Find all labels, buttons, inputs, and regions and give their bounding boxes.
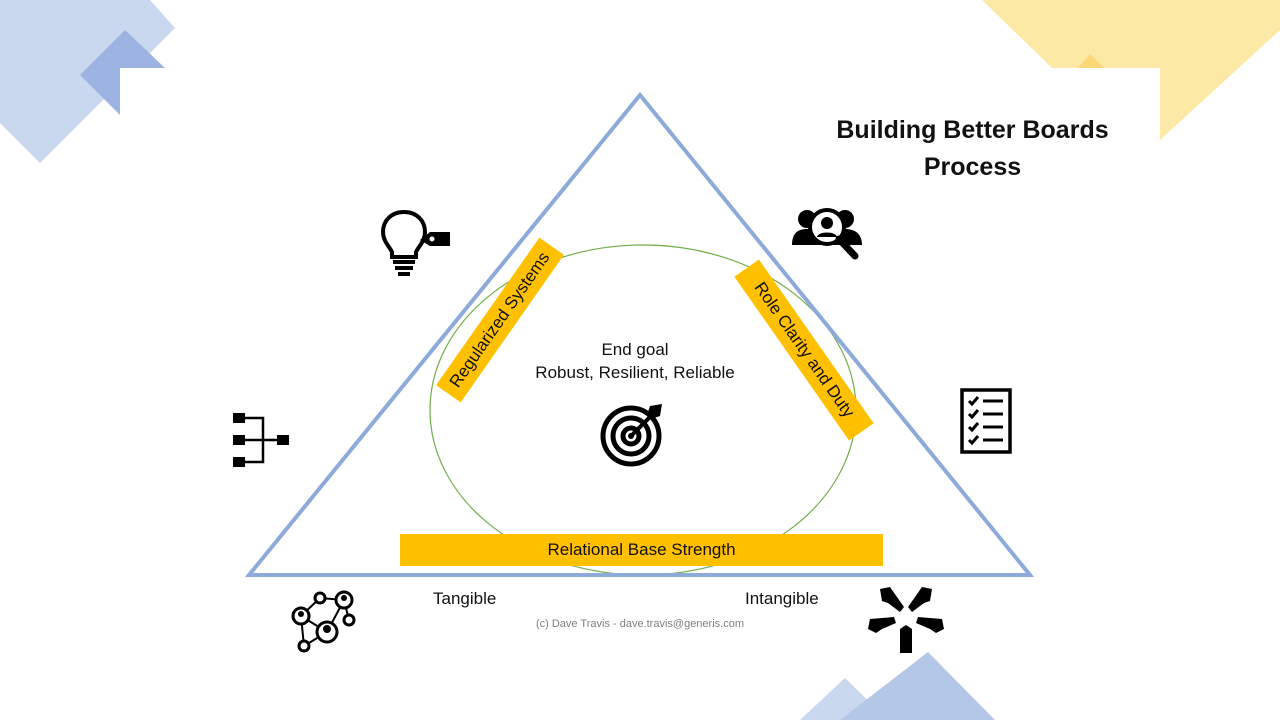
end-goal-qualities: Robust, Resilient, Reliable: [535, 363, 735, 382]
title-line-2: Process: [923, 153, 1022, 181]
copyright-footer: (c) Dave Travis - dave.travis@generis.co…: [535, 618, 744, 630]
target-icon: [600, 404, 662, 467]
top-left-decor: [0, 0, 175, 163]
end-goal-heading: End goal: [601, 340, 669, 359]
top-right-decor: [982, 0, 1280, 140]
bottom-decor: [800, 652, 995, 720]
hands-together-icon: [868, 587, 944, 653]
band-relational-base: Relational Base Strength: [400, 534, 883, 566]
tangible-label: Tangible: [433, 589, 497, 608]
intangible-label: Intangible: [745, 589, 819, 608]
band-bottom-label: Relational Base Strength: [547, 540, 736, 559]
page-title: Building Better Boards Process: [800, 112, 1145, 186]
title-line-1: Building Better Boards: [836, 116, 1109, 144]
end-goal-text: End goal Robust, Resilient, Reliable: [500, 338, 770, 384]
people-search-icon: [792, 208, 862, 260]
checklist-icon: [960, 388, 1012, 454]
network-people-icon: [291, 590, 356, 653]
outer-triangle: [244, 91, 1035, 577]
lightbulb-tag-icon: [380, 209, 450, 276]
org-chart-icon: [233, 413, 289, 467]
